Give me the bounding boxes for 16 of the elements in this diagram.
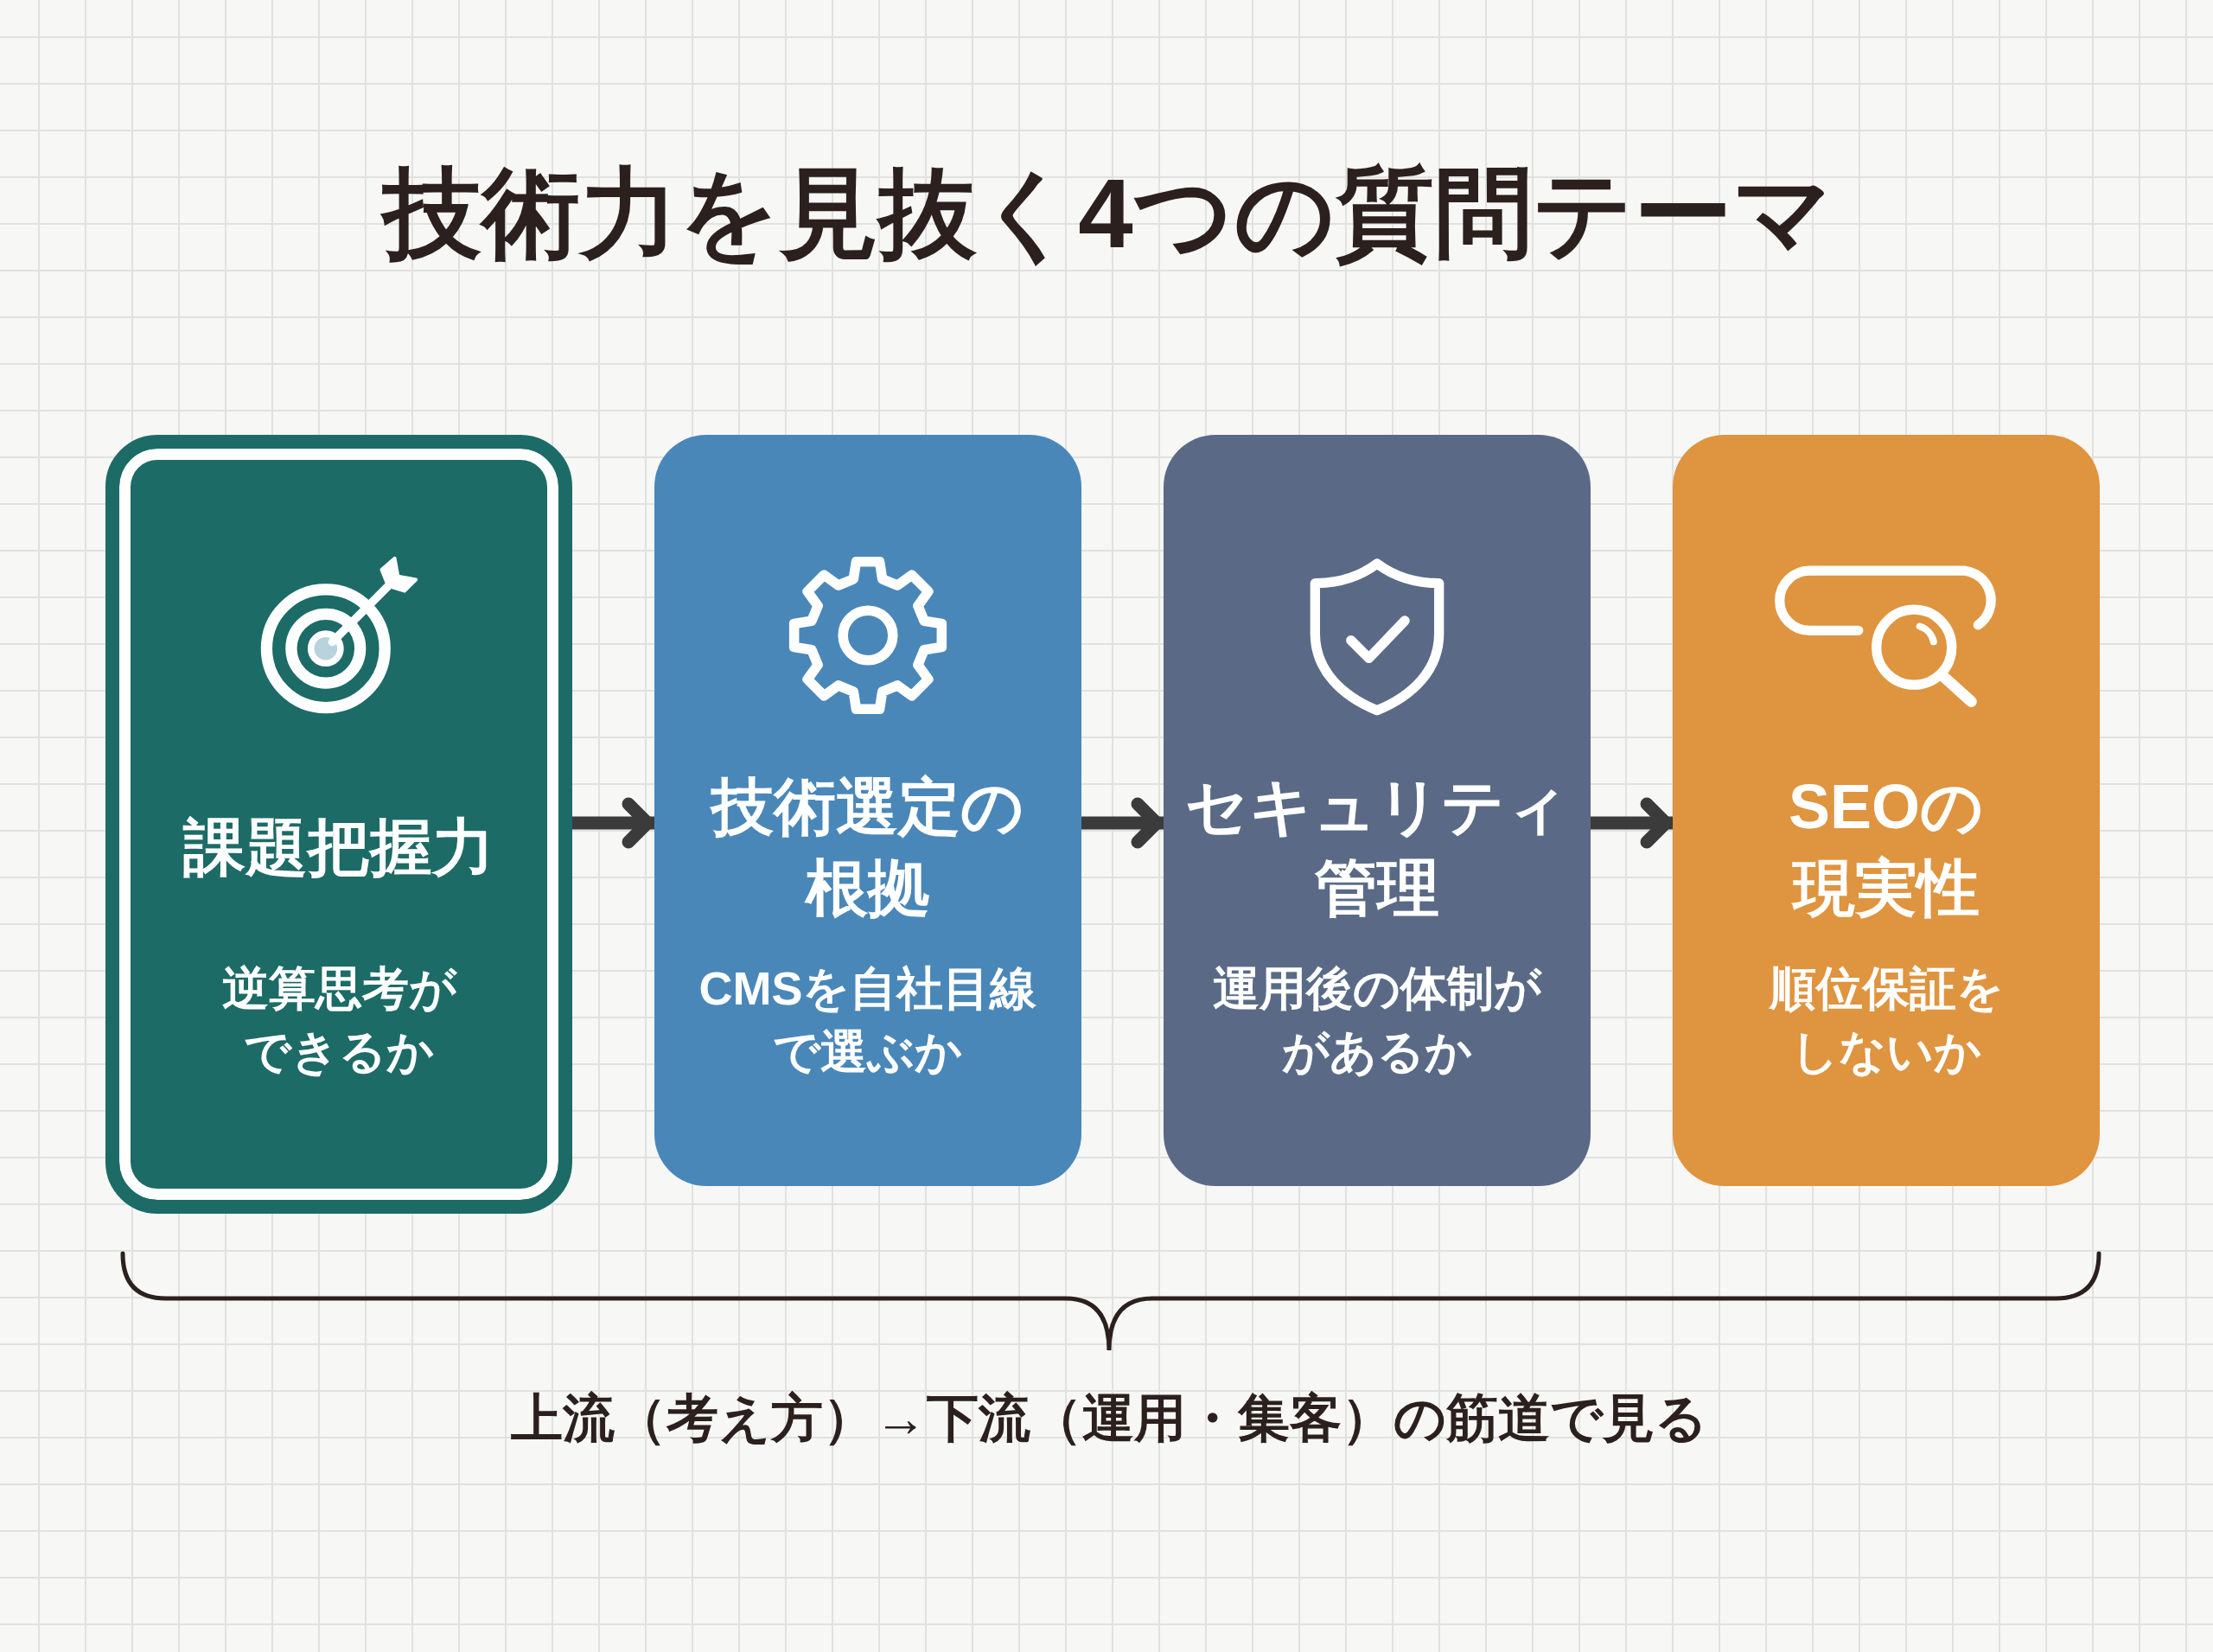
card-question: 運用後の体制ががあるか bbox=[1212, 961, 1543, 1079]
card-heading: 課題把握力 bbox=[183, 812, 494, 884]
summary-note: 上流（考え方）→下流（運用・集客）の筋道で見る bbox=[511, 1388, 1707, 1449]
arrow bbox=[572, 797, 654, 849]
question-card bbox=[1164, 435, 1591, 1186]
question-card bbox=[105, 435, 572, 1214]
card-heading: セキュリティ管理 bbox=[1184, 771, 1570, 924]
card-question: CMSを自社目線で選ぶか bbox=[698, 961, 1038, 1079]
question-card bbox=[1673, 435, 2100, 1186]
arrow bbox=[1591, 797, 1673, 849]
card-question: 逆算思考ができるか bbox=[220, 961, 458, 1079]
card-heading: SEOの現実性 bbox=[1787, 771, 1985, 924]
card-heading: 技術選定の根拠 bbox=[709, 771, 1025, 924]
question-card bbox=[654, 435, 1081, 1186]
card-question: 順位保証をしないか bbox=[1768, 961, 2005, 1079]
arrow bbox=[1081, 797, 1164, 849]
